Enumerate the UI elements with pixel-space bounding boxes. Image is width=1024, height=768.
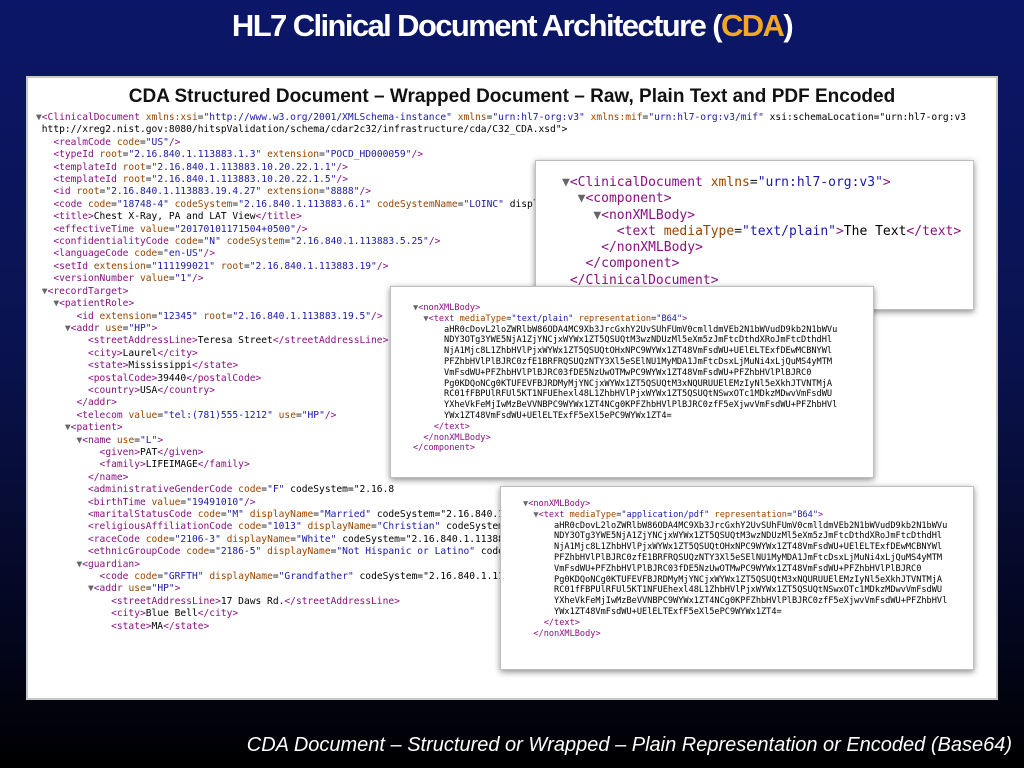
slide-title-accent: CDA — [720, 8, 785, 43]
panel-heading: CDA Structured Document – Wrapped Docume… — [128, 86, 896, 107]
slide-title: HL7 Clinical Document Architecture (CDA) — [0, 8, 1024, 44]
slide-title-end: ) — [783, 8, 793, 43]
plain-text-encoded-inset: ▼<nonXMLBody> ▼<text mediaType="text/pla… — [390, 286, 874, 478]
slide-title-main: HL7 Clinical Document Architecture ( — [231, 8, 723, 43]
pdf-encoded-inset: ▼<nonXMLBody> ▼<text mediaType="applicat… — [500, 486, 974, 670]
slide-caption: CDA Document – Structured or Wrapped – P… — [246, 734, 1012, 756]
xml-pdf-encoded: ▼<nonXMLBody> ▼<text mediaType="applicat… — [523, 499, 948, 639]
xml-plain-text-encoded: ▼<nonXMLBody> ▼<text mediaType="text/pla… — [413, 303, 838, 454]
xml-structured-document: ▼<ClinicalDocument xmlns:xsi="http://www… — [36, 112, 967, 632]
wrapped-document-inset: ▼<ClinicalDocument xmlns="urn:hl7-org:v3… — [535, 160, 974, 310]
xml-wrapped-document: ▼<ClinicalDocument xmlns="urn:hl7-org:v3… — [562, 175, 962, 288]
